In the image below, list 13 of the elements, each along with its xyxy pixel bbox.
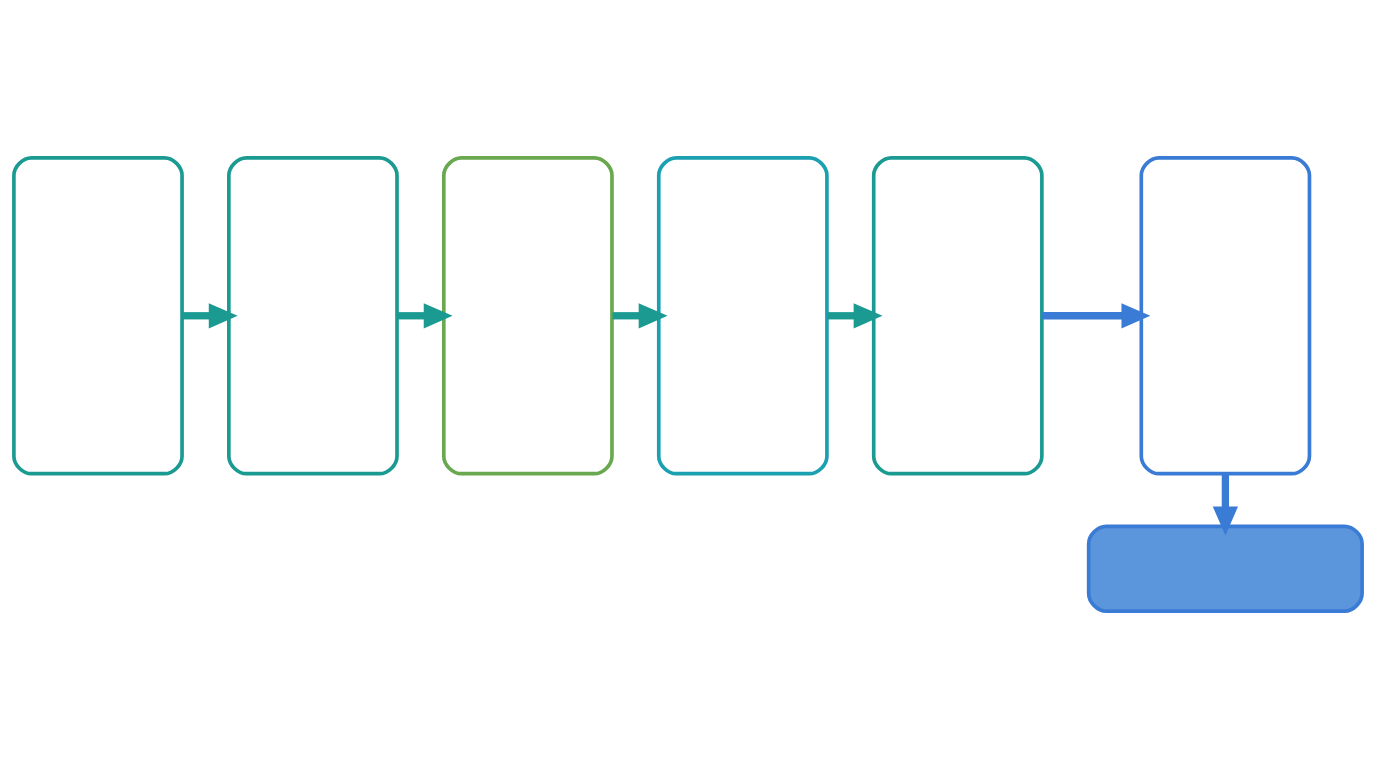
node-box (227, 155, 399, 476)
node-box (12, 155, 184, 476)
arrow (397, 302, 453, 328)
node-box (656, 155, 829, 476)
node-box (441, 155, 614, 476)
arrow (827, 302, 883, 328)
node-box (871, 155, 1044, 476)
arrow (1042, 302, 1151, 328)
node-box (1086, 524, 1364, 613)
arrow (1212, 473, 1238, 535)
arrow (612, 302, 668, 328)
arrow (182, 302, 238, 328)
node-box (1139, 155, 1312, 476)
